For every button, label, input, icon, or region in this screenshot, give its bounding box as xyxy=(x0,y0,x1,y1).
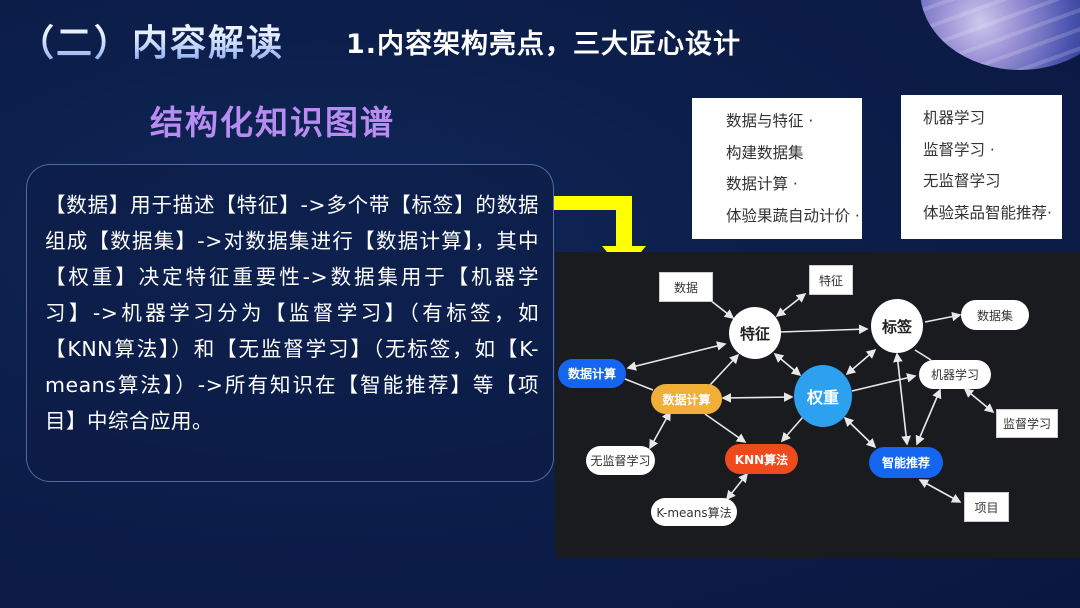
node-label: 标签 xyxy=(871,299,923,353)
node-kmeans: K-means算法 xyxy=(651,498,737,526)
node-data-calc-blue: 数据计算 xyxy=(558,359,626,388)
description-text: 【数据】用于描述【特征】->多个带【标签】的数据组成【数据集】->对数据集进行【… xyxy=(45,193,539,433)
section-title: 结构化知识图谱 xyxy=(150,103,395,142)
topic-item: 数据计算 · xyxy=(726,175,798,193)
topic-item: 体验菜品智能推荐· xyxy=(923,203,1052,222)
description-panel: 【数据】用于描述【特征】->多个带【标签】的数据组成【数据集】->对数据集进行【… xyxy=(26,164,554,482)
topic-item: 数据与特征 · xyxy=(726,112,814,130)
node-unsupervised-learning: 无监督学习 xyxy=(586,446,655,475)
node-data: 数据 xyxy=(659,272,713,302)
node-machine-learning: 机器学习 xyxy=(919,360,991,389)
node-project: 项目 xyxy=(964,492,1009,522)
topic-item: 机器学习 xyxy=(923,109,986,127)
graph-edges xyxy=(624,293,995,503)
topic-item: 构建数据集 xyxy=(726,143,804,162)
planet-decoration xyxy=(920,0,1080,70)
node-knn: KNN算法 xyxy=(725,444,798,474)
topic-item: 无监督学习 xyxy=(923,172,1001,190)
knowledge-graph: 数据 特征 特征 标签 数据集 数据计算 数据计算 权重 机器学习 监督学习 无… xyxy=(555,252,1080,558)
topic-item: 体验果蔬自动计价 · xyxy=(726,206,860,225)
topic-card-left: 数据与特征 · 构建数据集 数据计算 · 体验果蔬自动计价 · xyxy=(692,98,862,239)
node-feature: 特征 xyxy=(729,307,781,359)
node-recommendation: 智能推荐 xyxy=(869,447,943,478)
page-title: （二）内容解读 xyxy=(18,14,284,66)
topic-item: 监督学习 · xyxy=(923,140,995,159)
node-supervised-learning: 监督学习 xyxy=(996,409,1058,438)
node-weight: 权重 xyxy=(794,365,852,427)
topic-card-right: 机器学习 监督学习 · 无监督学习 体验菜品智能推荐· xyxy=(901,95,1062,239)
page-subtitle: 1.内容架构亮点，三大匠心设计 xyxy=(346,29,742,60)
node-data-calc-orange: 数据计算 xyxy=(651,384,722,414)
node-feature-top: 特征 xyxy=(809,265,853,295)
node-dataset: 数据集 xyxy=(961,300,1029,330)
